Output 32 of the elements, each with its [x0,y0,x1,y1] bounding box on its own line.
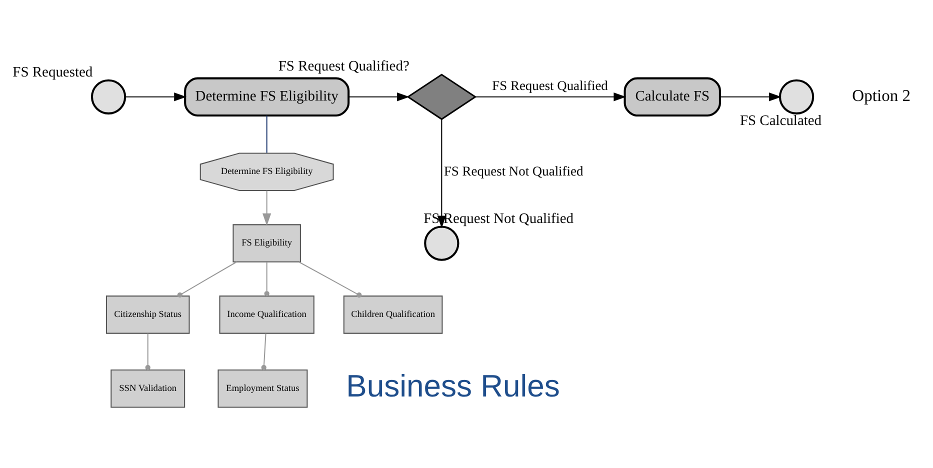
arrow [125,92,187,101]
label: Business Rules [346,368,560,403]
edge-label: FS Request Not Qualified [444,162,584,178]
node-box: Children Qualification [343,295,443,334]
node-box: Calculate FS [624,76,721,116]
node-label: FS Requested [12,64,93,80]
node-box: Determine FS Eligibility [184,76,350,116]
connector [298,261,362,298]
node-label: FS Request Not Qualified [424,210,574,226]
connector [145,333,150,370]
node-circle [424,225,460,260]
node-box: SSN Validation [110,369,186,408]
node-label: FS Request Qualified? [278,58,410,74]
arrow [720,92,782,101]
arrow [262,190,272,226]
node-label: FS Calculated [740,112,822,129]
node-box: FS Eligibility [232,224,301,262]
node-box: Employment Status [218,369,308,408]
node-circle [778,78,814,114]
connector [177,261,237,298]
arrow [348,92,410,101]
arrow [476,92,626,101]
connector [261,332,266,370]
node-box: Income Qualification [219,295,314,334]
label: Option 2 [852,85,911,104]
node-box: Citizenship Status [106,295,190,334]
node-circle [90,78,126,114]
connector [264,262,270,296]
connector [266,115,268,152]
edge-label: FS Request Qualified [492,78,608,93]
node-diamond [406,73,477,120]
arrow [437,118,446,228]
